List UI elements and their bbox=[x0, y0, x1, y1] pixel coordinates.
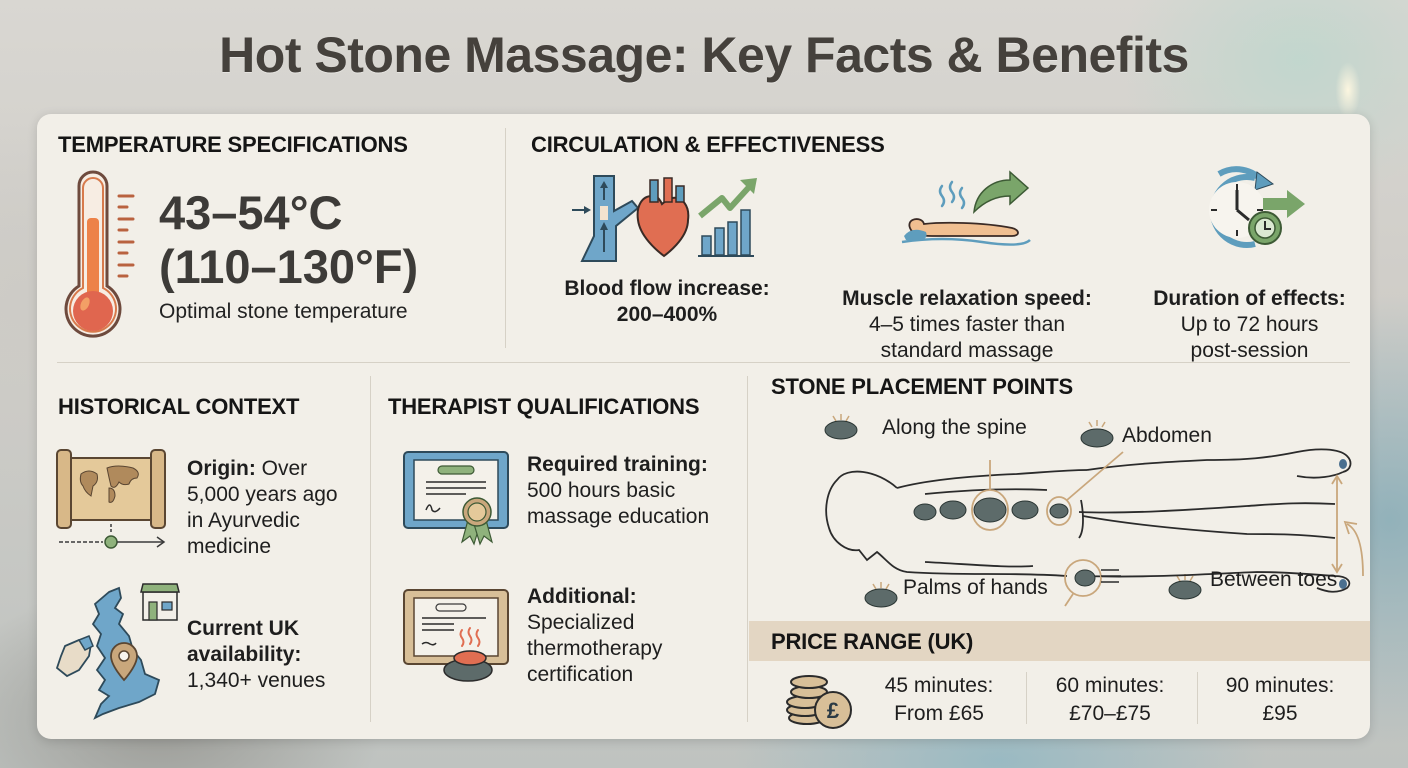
circulation-heading: CIRCULATION & EFFECTIVENESS bbox=[531, 132, 885, 157]
stat-muscle-relaxation-value-1: 4–5 times faster than bbox=[868, 313, 1066, 336]
history-origin-text-2: 5,000 years ago bbox=[187, 483, 338, 506]
qualification-required-text-1: 500 hours basic bbox=[527, 479, 676, 502]
stat-muscle-relaxation-label: Muscle relaxation speed: bbox=[842, 287, 1092, 310]
temperature-heading: TEMPERATURE SPECIFICATIONS bbox=[58, 132, 408, 157]
qualification-additional-label: Additional: bbox=[527, 585, 637, 608]
pricing-heading: PRICE RANGE (UK) bbox=[771, 629, 974, 654]
temperature-caption: Optimal stone temperature bbox=[159, 300, 408, 323]
qualification-required-text-2: massage education bbox=[527, 505, 710, 528]
certificate-hot-stone-icon bbox=[403, 589, 509, 682]
placement-label-toes: Between toes bbox=[1210, 568, 1338, 591]
stat-duration-label: Duration of effects: bbox=[1153, 287, 1346, 310]
price-header-bar bbox=[749, 621, 1370, 661]
clock-arrow-icon bbox=[1209, 166, 1305, 248]
price-tier-90-duration: 90 minutes: bbox=[1225, 674, 1335, 697]
temperature-values: 43–54°C (110–130°F) bbox=[159, 186, 418, 294]
temperature-celsius: 43–54°C bbox=[159, 186, 343, 239]
stone-legend-icons bbox=[824, 414, 1202, 608]
stat-duration: Duration of effects: Up to 72 hours post… bbox=[1127, 286, 1372, 364]
price-tier-45-price: From £65 bbox=[894, 702, 984, 725]
qualification-additional-text-3: certification bbox=[527, 663, 634, 686]
divider-vertical-top bbox=[505, 128, 506, 348]
history-uk-value: 1,340+ venues bbox=[187, 669, 326, 692]
price-divider-2 bbox=[1197, 672, 1198, 724]
history-origin-text-1: Over bbox=[261, 457, 308, 480]
price-tier-45: 45 minutes: From £65 bbox=[859, 672, 1019, 728]
qualifications-heading: THERAPIST QUALIFICATIONS bbox=[388, 394, 700, 419]
history-uk-label-1: Current UK bbox=[187, 617, 300, 640]
divider-vertical-history bbox=[370, 376, 371, 722]
stat-duration-value-2: post-session bbox=[1190, 339, 1309, 362]
history-uk-availability: Current UK availability: 1,340+ venues bbox=[187, 616, 325, 694]
divider-vertical-qualifications bbox=[747, 376, 748, 722]
price-tier-90: 90 minutes: £95 bbox=[1205, 672, 1355, 728]
history-origin-label: Origin: bbox=[187, 457, 256, 480]
infographic-panel: TEMPERATURE SPECIFICATIONS 43–54°C (110–… bbox=[37, 114, 1370, 739]
uk-map-location-icon bbox=[55, 583, 180, 720]
scroll-world-map-icon bbox=[56, 449, 166, 549]
relaxed-person-arrow-icon bbox=[901, 170, 1031, 246]
placement-heading: STONE PLACEMENT POINTS bbox=[771, 374, 1073, 399]
qualification-required: Required training: 500 hours basic massa… bbox=[527, 452, 709, 530]
history-origin-text-3: in Ayurvedic bbox=[187, 509, 300, 532]
stat-duration-value-1: Up to 72 hours bbox=[1180, 313, 1319, 336]
price-tier-60: 60 minutes: £70–£75 bbox=[1035, 672, 1185, 728]
stat-blood-flow-value: 200–400% bbox=[616, 303, 718, 326]
placement-label-palms: Palms of hands bbox=[903, 576, 1048, 599]
qualification-required-label: Required training: bbox=[527, 453, 708, 476]
certificate-ribbon-icon bbox=[403, 451, 509, 546]
price-divider-1 bbox=[1026, 672, 1027, 724]
history-uk-label-2: availability: bbox=[187, 643, 302, 666]
stat-muscle-relaxation-value-2: standard massage bbox=[880, 339, 1054, 362]
history-origin-text-4: medicine bbox=[187, 535, 272, 558]
background-candle-glow bbox=[1318, 30, 1378, 130]
body-outline-diagram bbox=[824, 414, 1364, 608]
qualification-additional-text-2: thermotherapy bbox=[527, 637, 663, 660]
divider-horizontal bbox=[57, 362, 1350, 363]
history-heading: HISTORICAL CONTEXT bbox=[58, 394, 300, 419]
stat-blood-flow: Blood flow increase: 200–400% bbox=[542, 276, 792, 328]
placement-label-spine: Along the spine bbox=[882, 416, 1027, 439]
price-tier-45-duration: 45 minutes: bbox=[884, 674, 994, 697]
stat-muscle-relaxation: Muscle relaxation speed: 4–5 times faste… bbox=[832, 286, 1102, 364]
thermometer-icon bbox=[64, 170, 135, 338]
placement-label-abdomen: Abdomen bbox=[1122, 424, 1212, 447]
qualification-additional: Additional: Specialized thermotherapy ce… bbox=[527, 584, 662, 688]
svg-text:£: £ bbox=[827, 698, 840, 723]
price-tier-90-price: £95 bbox=[1262, 702, 1298, 725]
price-tier-60-price: £70–£75 bbox=[1069, 702, 1151, 725]
history-origin: Origin: Over 5,000 years ago in Ayurvedi… bbox=[187, 456, 338, 560]
qualification-additional-text-1: Specialized bbox=[527, 611, 635, 634]
pound-coins-icon: £ bbox=[786, 675, 852, 729]
price-tier-60-duration: 60 minutes: bbox=[1055, 674, 1165, 697]
page-title: Hot Stone Massage: Key Facts & Benefits bbox=[219, 27, 1189, 83]
blood-flow-heart-chart-icon bbox=[572, 175, 757, 262]
temperature-fahrenheit: (110–130°F) bbox=[159, 240, 419, 293]
stat-blood-flow-label: Blood flow increase: bbox=[564, 277, 770, 300]
